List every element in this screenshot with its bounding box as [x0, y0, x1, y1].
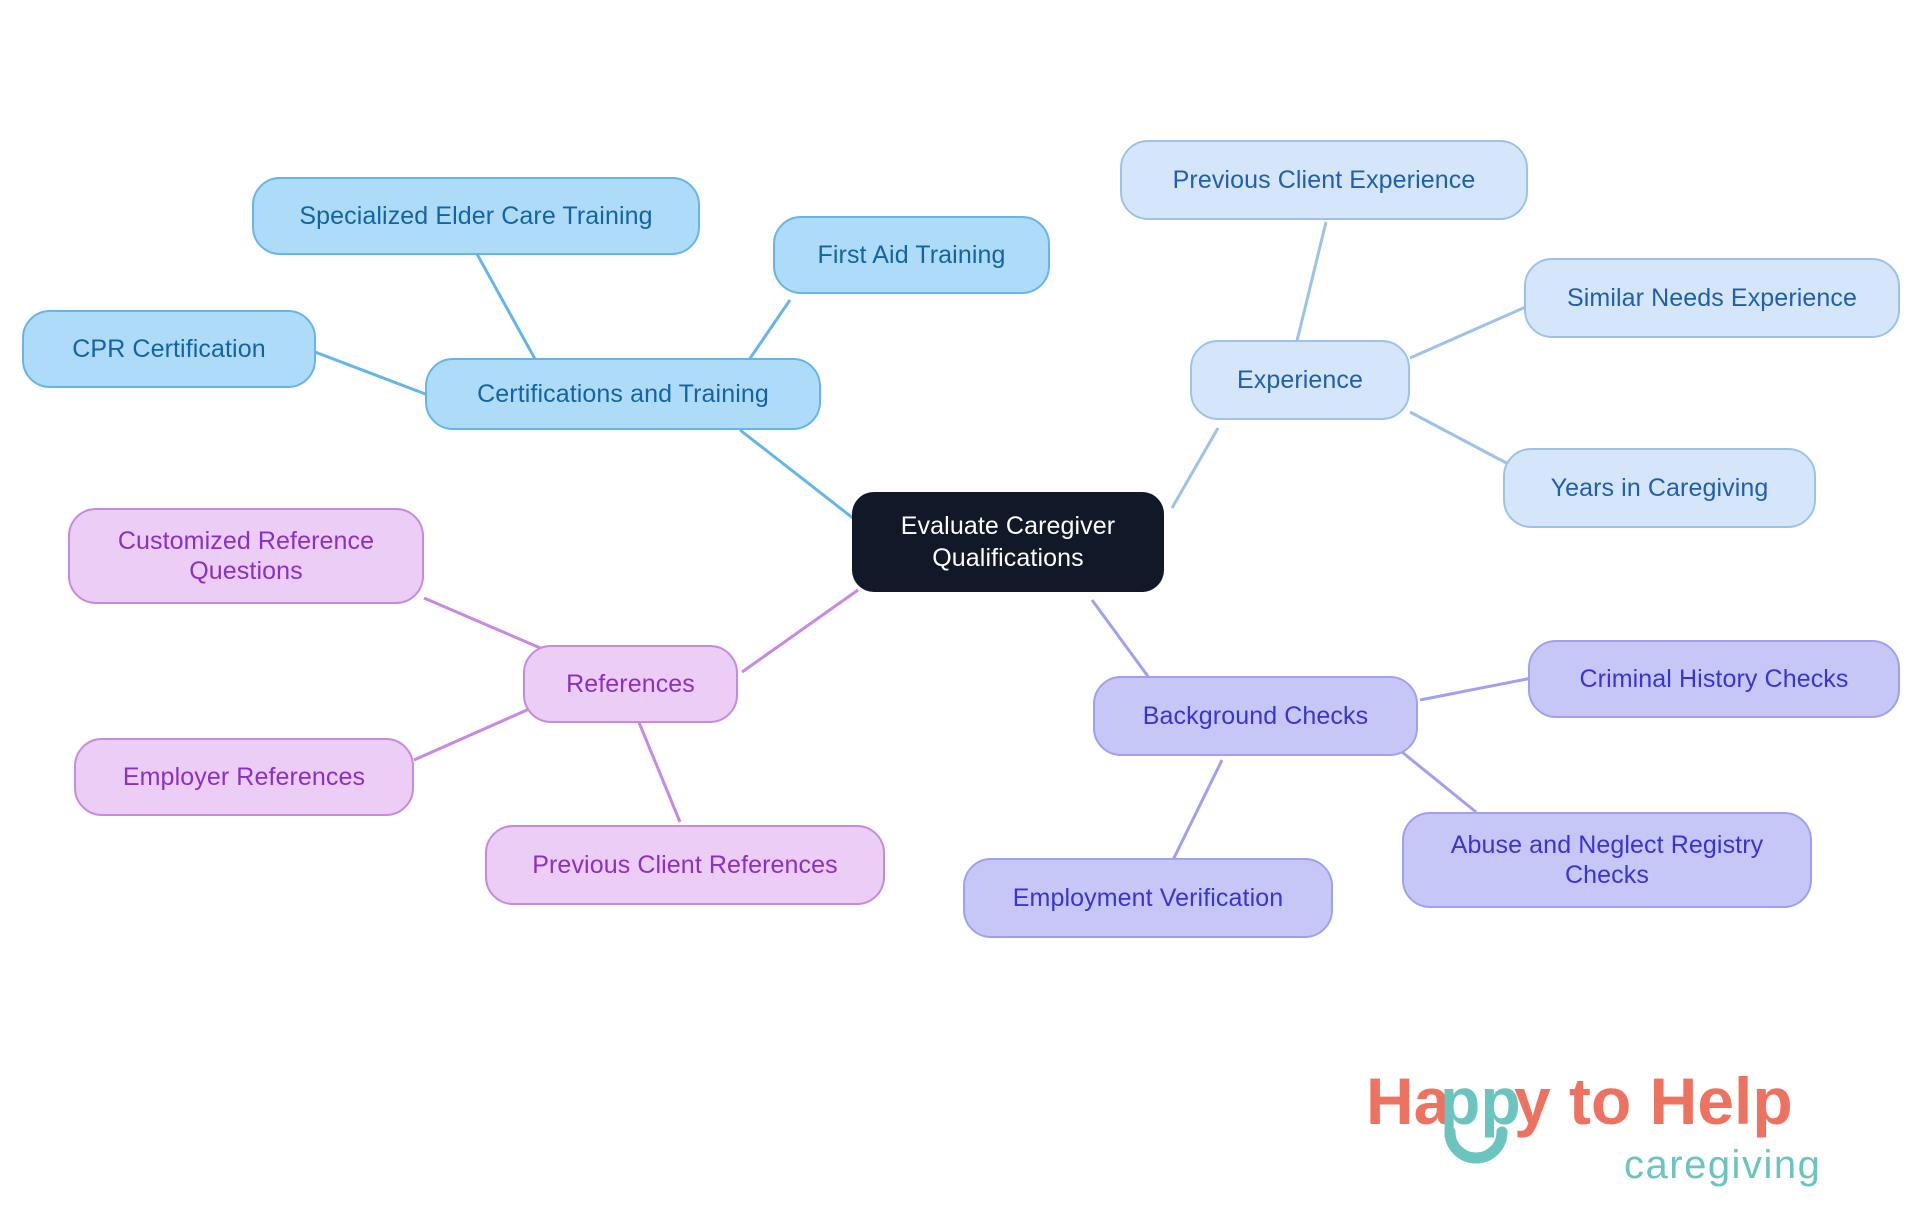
logo-tagline: caregiving — [1624, 1143, 1821, 1187]
logo-wordmark-part-3: y to Help — [1514, 1064, 1793, 1138]
mindmap-node-years-in-caregiving[interactable]: Years in Caregiving — [1503, 448, 1816, 528]
edge-root-to-references — [741, 588, 859, 674]
edge-root-to-experience — [1170, 427, 1220, 509]
edge-certifications-to-cpr — [314, 350, 429, 397]
logo-wordmark-part-1: Ha — [1366, 1064, 1452, 1138]
edge-certifications-to-specialized — [470, 244, 542, 369]
mindmap-node-previous-client-references[interactable]: Previous Client References — [485, 825, 885, 905]
edge-experience-to-similar-needs — [1409, 303, 1531, 360]
mindmap-node-employment-verification[interactable]: Employment Verification — [963, 858, 1333, 938]
mindmap-node-experience[interactable]: Experience — [1190, 340, 1410, 420]
mindmap-node-similar-needs-experience[interactable]: Similar Needs Experience — [1524, 258, 1900, 338]
mindmap-node-previous-client-experience[interactable]: Previous Client Experience — [1120, 140, 1528, 220]
mindmap-node-criminal-history-checks[interactable]: Criminal History Checks — [1528, 640, 1900, 718]
mindmap-node-first-aid-training[interactable]: First Aid Training — [773, 216, 1050, 294]
edge-background-to-employment-verification — [1170, 759, 1224, 863]
edge-experience-to-years — [1409, 410, 1513, 468]
mindmap-node-references[interactable]: References — [523, 645, 738, 723]
mindmap-node-specialized-elder-care-training[interactable]: Specialized Elder Care Training — [252, 177, 700, 255]
edge-references-to-employer — [413, 700, 546, 762]
mindmap-node-employer-references[interactable]: Employer References — [74, 738, 414, 816]
mindmap-node-cpr-certification[interactable]: CPR Certification — [22, 310, 316, 388]
edge-background-to-criminal-history — [1419, 676, 1533, 702]
edge-background-to-abuse-registry — [1401, 750, 1477, 814]
mindmap-node-background-checks[interactable]: Background Checks — [1093, 676, 1418, 756]
edge-references-to-previous-client-references — [636, 719, 682, 823]
edge-references-to-customized — [423, 596, 546, 652]
mindmap-root-node[interactable]: Evaluate Caregiver Qualifications — [852, 492, 1164, 592]
logo-wordmark-part-2: pp — [1440, 1064, 1521, 1138]
smile-icon — [1444, 1126, 1508, 1164]
mindmap-node-abuse-and-neglect-registry-checks[interactable]: Abuse and Neglect Registry Checks — [1402, 812, 1812, 908]
edge-experience-to-previous-client-experience — [1294, 221, 1328, 346]
mindmap-node-certifications-and-training[interactable]: Certifications and Training — [425, 358, 821, 430]
mindmap-node-customized-reference-questions[interactable]: Customized Reference Questions — [68, 508, 424, 604]
edge-root-to-certifications — [739, 428, 859, 524]
happy-to-help-logo: Ha pp y to Help caregiving — [1362, 1062, 1882, 1197]
